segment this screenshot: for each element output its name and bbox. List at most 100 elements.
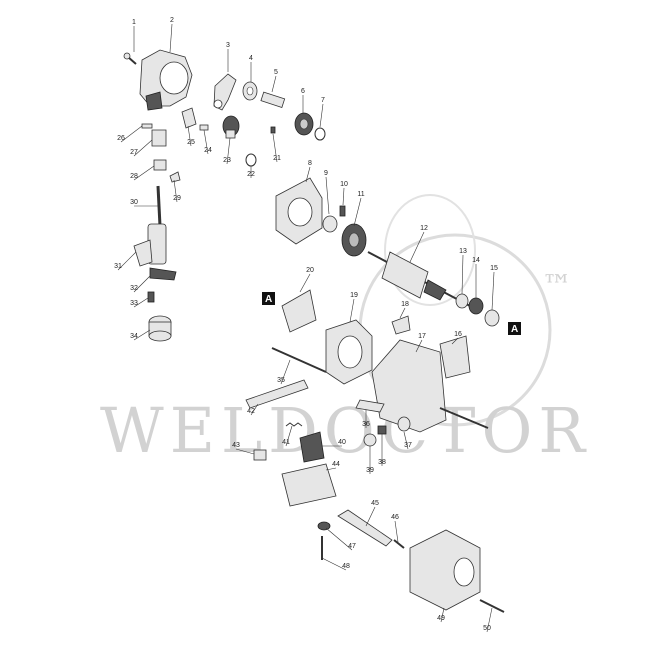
part-label-19: 19 [350,292,358,299]
leader-line-8 [305,166,311,183]
part-label-28: 28 [130,173,138,180]
part-label-27: 27 [130,149,138,156]
part-13-bearing [455,293,469,309]
part-25-clip [181,107,197,129]
part-label-16: 16 [454,331,462,338]
leader-line-9 [325,176,330,215]
watermark-text: WELDOCTOR [100,394,591,467]
part-20-baffle-plate [281,289,317,333]
part-label-45: 45 [371,500,379,507]
part-6-spiral-bevel-gear [294,112,314,136]
part-17-motor-housing [371,339,489,433]
part-40-switch [299,431,325,463]
part-41-spring [285,422,303,427]
part-21-key [270,126,276,134]
part-label-44: 44 [332,461,340,468]
part-3-spindle-arm [213,73,237,111]
part-label-40: 40 [338,439,346,446]
leader-line-25 [187,125,192,147]
leader-line-34 [133,329,151,341]
leader-line-19 [349,298,355,323]
part-label-33: 33 [130,300,138,307]
part-14-bearing [468,297,484,315]
part-label-17: 17 [418,333,426,340]
leader-line-26 [120,125,143,143]
leader-line-42 [250,403,259,416]
part-10-key [339,205,346,217]
part-label-42: 42 [247,408,255,415]
part-12-armature [367,251,471,307]
part-4-bearing [242,81,258,101]
part-32-lever-plate [149,267,177,281]
part-label-15: 15 [490,265,498,272]
part-49-rear-cover [409,529,481,611]
part-8-bearing-box [275,177,323,245]
leader-line-7 [319,103,324,128]
leader-line-41 [285,425,293,447]
leader-line-50 [486,607,493,633]
part-label-2: 2 [170,17,174,24]
part-38-carbon-brush [377,425,387,435]
part-30-rod [156,185,162,227]
part-18-clip [391,315,411,335]
leader-line-46 [394,520,399,543]
watermark: WELDOCTOR ™ [100,194,591,467]
svg-text:A: A [511,324,518,335]
part-label-38: 38 [378,459,386,466]
watermark-tm: ™ [542,269,572,304]
part-label-39: 39 [366,467,374,474]
part-37-brush-holder [397,416,411,432]
part-label-36: 36 [362,421,370,428]
leader-line-13 [461,254,464,295]
leader-line-31 [117,251,137,271]
leader-line-37 [403,431,409,450]
part-label-14: 14 [472,257,480,264]
part-label-48: 48 [342,563,350,570]
part-45-cord-guard [337,509,393,547]
leader-line-15 [491,271,495,311]
part-7-ring [314,127,326,141]
part-label-35: 35 [277,377,285,384]
part-label-22: 22 [247,171,255,178]
part-2-gear-housing [139,49,193,111]
part-label-31: 31 [114,263,122,270]
part-label-41: 41 [282,439,290,446]
part-label-4: 4 [249,55,253,62]
leader-line-29 [173,179,178,203]
leader-line-43 [235,448,255,455]
leader-line-16 [451,337,459,345]
leader-line-23 [226,137,231,165]
leader-line-21 [272,133,278,163]
part-label-3: 3 [226,42,230,49]
leader-line-32 [133,275,151,293]
part-label-32: 32 [130,285,138,292]
part-label-46: 46 [391,514,399,521]
part-11-bevel-gear [341,223,367,257]
part-label-29: 29 [173,195,181,202]
leader-line-2 [169,23,173,53]
part-29-spring [169,171,181,183]
part-label-37: 37 [404,442,412,449]
part-label-50: 50 [483,625,491,632]
leader-line-35 [280,359,291,385]
leader-line-10 [342,187,345,206]
leader-line-24 [203,129,209,155]
leader-line-17 [415,339,423,353]
part-label-43: 43 [232,442,240,449]
part-label-49: 49 [437,615,445,622]
part-label-34: 34 [130,333,138,340]
leader-lines [117,23,495,633]
part-26-pin [141,123,153,129]
leader-line-45 [365,506,376,527]
part-label-9: 9 [324,170,328,177]
part-label-6: 6 [301,88,305,95]
leader-line-49 [440,607,445,623]
part-16-insulation-sheet [439,335,471,379]
part-23-pinion-gear [222,115,240,139]
leader-line-5 [271,75,277,93]
part-47-strain-relief [317,521,331,531]
part-44-switch-base [281,463,337,507]
part-33-screw [147,291,155,303]
